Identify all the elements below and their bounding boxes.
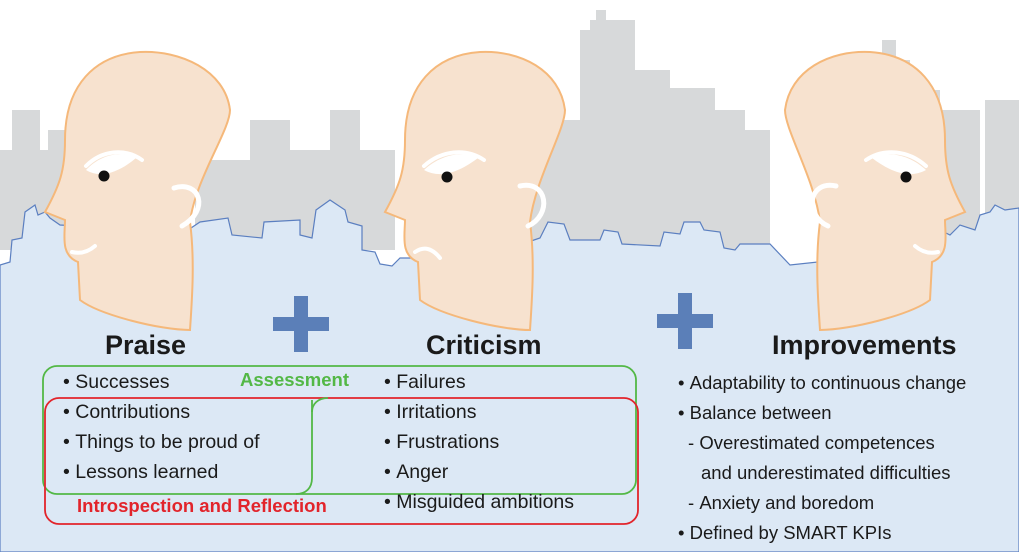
criticism-list: Failures Irritations Frustrations Anger … [384,367,574,517]
list-item: Frustrations [384,427,574,457]
list-item: and underestimated difficulties [701,462,951,483]
praise-list: Successes Contributions Things to be pro… [63,367,260,487]
introspection-label: Introspection and Reflection [77,495,327,516]
criticism-title: Criticism [426,330,542,360]
introspection-box [44,397,639,525]
assessment-box [42,365,637,495]
assessment-label: Assessment [240,369,350,390]
list-item: Irritations [384,397,574,427]
list-item: Anger [384,457,574,487]
list-item: Adaptability to continuous change [678,368,967,398]
plus-icon [273,296,329,352]
head-right-icon [783,50,967,332]
head-left-icon [43,50,232,332]
head-middle-icon [383,50,567,332]
assessment-box-top-step [311,397,329,413]
list-item: Misguided ambitions [384,487,574,517]
list-item: Lessons learned [63,457,260,487]
improvements-title: Improvements [772,330,957,360]
list-item: Contributions [63,397,260,427]
list-item: Things to be proud of [63,427,259,457]
list-item: Defined by SMART KPIs [678,518,966,548]
list-item: Anxiety and boredom [678,488,966,518]
list-item: Balance between [678,398,966,428]
list-item: Failures [384,367,574,397]
list-item: Successes [63,367,260,397]
praise-title: Praise [105,330,187,360]
improvements-list: Adaptability to continuous change Balanc… [678,368,967,548]
list-item: Overestimated competences [678,428,966,458]
plus-icon [657,293,713,349]
assessment-box-inner-edge [295,400,313,495]
